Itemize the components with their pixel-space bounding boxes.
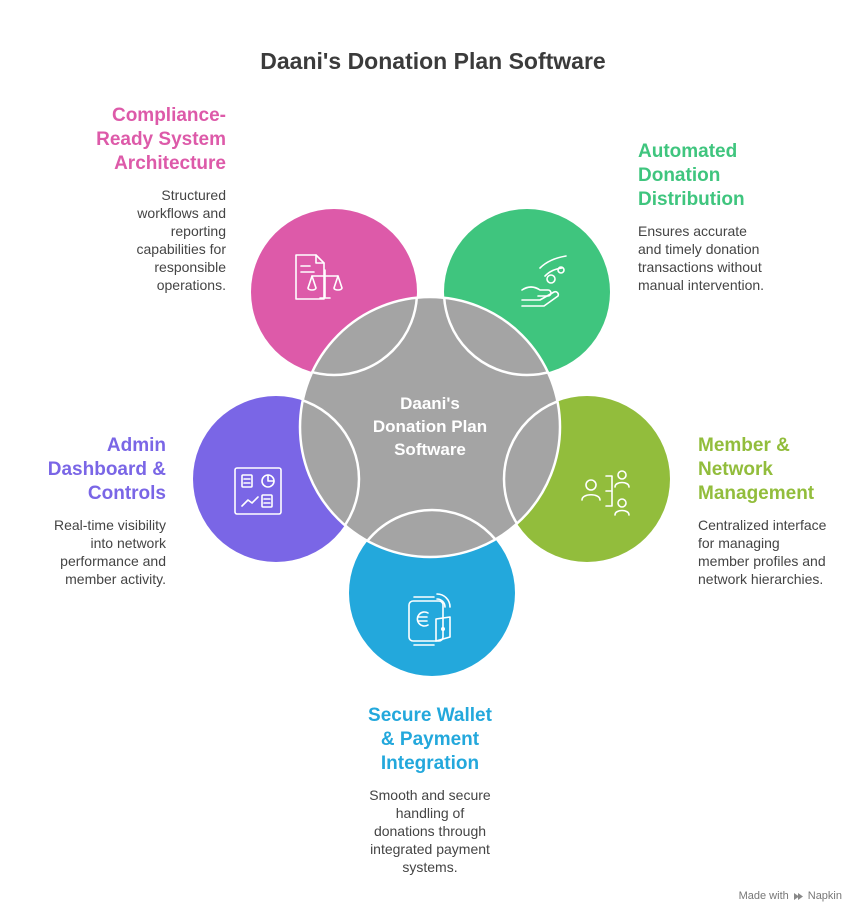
dashboard-icon xyxy=(234,467,282,515)
label-line: Admin xyxy=(106,435,166,456)
label-line: Architecture xyxy=(114,153,226,174)
member-description: Centralized interface for managing membe… xyxy=(698,516,858,588)
desc-line: Smooth and secure xyxy=(369,787,491,803)
wallet-label: Secure Wallet & Payment Integration xyxy=(330,704,530,776)
napkin-logo-icon xyxy=(793,892,803,900)
label-line: Distribution xyxy=(638,189,745,210)
label-line: Compliance- xyxy=(111,105,226,126)
desc-line: member profiles and xyxy=(698,553,826,569)
admin-description: Real-time visibility into network perfor… xyxy=(16,516,166,588)
footer-brand: Napkin xyxy=(807,890,842,902)
label-line: Management xyxy=(698,483,815,504)
desc-line: transactions without xyxy=(638,259,762,275)
compliance-label: Compliance- Ready System Architecture xyxy=(56,104,226,176)
desc-line: member activity. xyxy=(65,571,166,587)
desc-line: Centralized interface xyxy=(698,517,827,533)
label-line: Dashboard & xyxy=(47,459,166,480)
desc-line: performance and xyxy=(60,553,166,569)
footer-credit: Made with Napkin xyxy=(739,890,842,902)
desc-line: Structured xyxy=(161,187,226,203)
desc-line: Real-time visibility xyxy=(53,517,166,533)
scales-document-icon xyxy=(295,254,343,300)
desc-line: manual intervention. xyxy=(638,277,765,293)
label-line: Donation xyxy=(638,165,721,186)
label-line: Controls xyxy=(87,483,166,504)
desc-line: reporting xyxy=(170,223,226,239)
automated-label: Automated Donation Distribution xyxy=(638,140,818,212)
hub-line: Daani's xyxy=(400,394,460,413)
desc-line: systems. xyxy=(402,859,458,875)
label-line: Integration xyxy=(380,753,480,774)
hand-coins-icon xyxy=(521,255,567,307)
automated-description: Ensures accurate and timely donation tra… xyxy=(638,222,818,294)
page-title: Daani's Donation Plan Software xyxy=(260,48,606,74)
network-people-icon xyxy=(581,470,630,516)
desc-line: for managing xyxy=(698,535,780,551)
desc-line: handling of xyxy=(395,805,465,821)
desc-line: into network xyxy=(90,535,166,551)
desc-line: donations through xyxy=(373,823,487,839)
label-line: Member & xyxy=(698,435,790,456)
desc-line: integrated payment xyxy=(370,841,490,857)
wallet-description: Smooth and secure handling of donations … xyxy=(340,786,520,876)
label-line: & Payment xyxy=(380,729,480,750)
admin-label: Admin Dashboard & Controls xyxy=(16,434,166,506)
hub-label: Daani's Donation Plan Software xyxy=(340,392,520,461)
desc-line: and timely donation xyxy=(638,241,760,257)
hub-line: Donation Plan xyxy=(372,417,488,436)
desc-line: network hierarchies. xyxy=(698,571,824,587)
label-line: Ready System xyxy=(96,129,226,150)
label-line: Network xyxy=(698,459,773,480)
hub-circle xyxy=(298,295,562,559)
footer-text: Made with xyxy=(738,890,789,902)
desc-line: responsible xyxy=(154,259,226,275)
member-label: Member & Network Management xyxy=(698,434,858,506)
hub-line: Software xyxy=(394,440,466,459)
desc-line: workflows and xyxy=(137,205,226,221)
desc-line: operations. xyxy=(156,277,226,293)
contactless-wallet-icon xyxy=(408,593,451,646)
label-line: Secure Wallet xyxy=(368,705,492,726)
compliance-description: Structured workflows and reporting capab… xyxy=(76,186,227,294)
desc-line: Ensures accurate xyxy=(638,223,747,239)
desc-line: capabilities for xyxy=(136,241,227,257)
label-line: Automated xyxy=(638,141,738,162)
